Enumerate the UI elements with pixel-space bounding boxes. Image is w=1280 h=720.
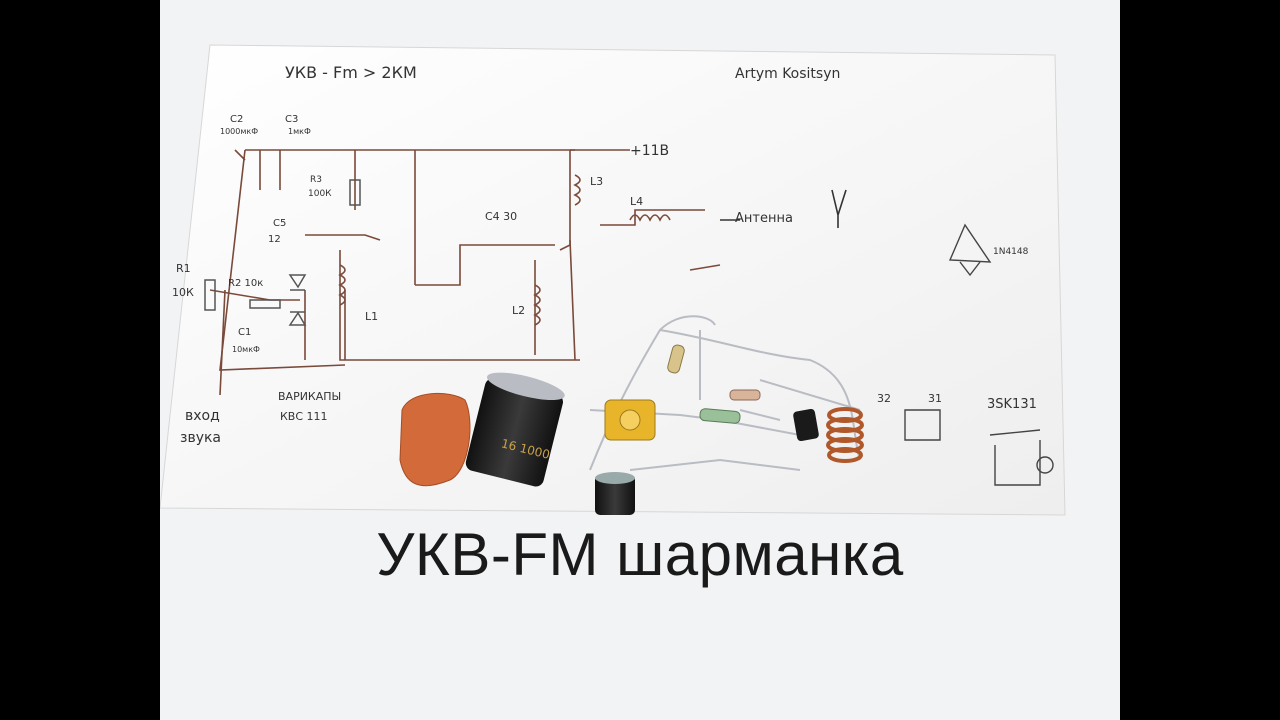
electrolytic-capacitor-small — [595, 472, 635, 515]
varicaps-label-2: КВС 111 — [280, 410, 328, 423]
pin-32-label: 32 — [877, 392, 891, 405]
varicap-symbols — [288, 274, 307, 326]
c2-value: 1000мкФ — [220, 127, 258, 136]
photo: УКВ - Fm > 2КМ Artym Kositsyn +11В Антен… — [160, 0, 1120, 720]
resistor-symbols — [204, 179, 361, 311]
r3-value: 100К — [308, 189, 332, 199]
trimmer-knob — [619, 409, 641, 431]
antenna-label: Антенна — [735, 211, 793, 226]
coil-symbols — [338, 174, 671, 326]
pin-31-label: 31 — [928, 392, 942, 405]
film-capacitor — [399, 392, 471, 487]
diode-symbol — [948, 223, 992, 277]
transistor-pinout — [904, 409, 1054, 486]
paper-card — [160, 44, 1066, 516]
copper-coil — [826, 407, 864, 463]
resistor-component — [667, 344, 685, 374]
input-label-1: вход — [185, 408, 220, 424]
schematic-title: УКВ - Fm > 2КМ — [285, 63, 417, 82]
c2-label: C2 — [230, 114, 243, 125]
input-label-2: звука — [180, 430, 221, 446]
video-caption: УКВ-FM шарманка — [376, 521, 904, 588]
schematic-wires — [209, 149, 721, 396]
l4-label: L4 — [630, 195, 643, 208]
supply-label: +11В — [630, 143, 669, 159]
schematic-card: УКВ - Fm > 2КМ Artym Kositsyn +11В Антен… — [160, 44, 1066, 516]
transistor-label: 3SK131 — [987, 397, 1037, 412]
l1-label: L1 — [365, 310, 378, 323]
c5-label: C5 — [273, 218, 286, 229]
r1-value: 10К — [172, 286, 194, 299]
resistor-component — [729, 389, 761, 401]
c3-value: 1мкФ — [288, 127, 311, 136]
transistor-component — [793, 408, 819, 442]
l3-label: L3 — [590, 175, 603, 188]
r3-label: R3 — [310, 175, 322, 185]
resistor-component — [699, 408, 741, 424]
varicaps-label-1: ВАРИКАПЫ — [278, 390, 341, 403]
antenna-icon — [831, 189, 847, 228]
r1-label: R1 — [176, 262, 191, 275]
c1-label: C1 — [238, 327, 251, 338]
author-signature: Artym Kositsyn — [735, 66, 840, 82]
c4-label: C4 30 — [485, 210, 517, 223]
l2-label: L2 — [512, 304, 525, 317]
c5-value: 12 — [268, 234, 281, 245]
r2-label: R2 10к — [228, 278, 263, 289]
electrolytic-capacitor-large: 16 1000 — [465, 372, 565, 487]
c1-value: 10мкФ — [232, 345, 260, 354]
diode-label: 1N4148 — [993, 247, 1029, 257]
c3-label: C3 — [285, 114, 298, 125]
